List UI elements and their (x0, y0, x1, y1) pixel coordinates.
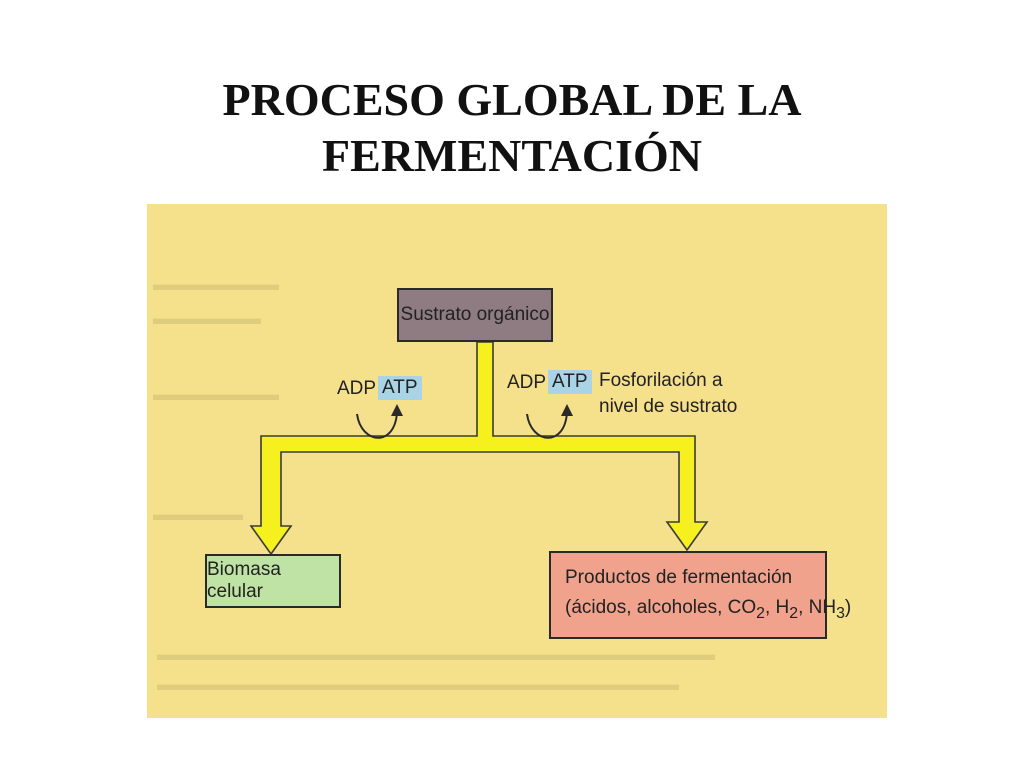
background-texture: ▬▬▬▬▬▬ (153, 308, 261, 328)
substrate-box: Sustrato orgánico (397, 288, 553, 342)
background-texture: ▬▬▬▬▬▬▬▬▬▬▬▬▬▬▬▬▬▬▬▬▬▬▬▬▬▬▬▬▬ (157, 674, 679, 694)
title-line-2: FERMENTACIÓN (322, 130, 702, 181)
products-label-line-2: (ácidos, alcoholes, CO2, H2, NH3) (565, 593, 851, 629)
diagram-panel: ▬▬▬▬▬▬▬ ▬▬▬▬▬▬ ▬▬▬▬▬▬▬ ▬▬▬▬▬ ▬▬▬▬▬▬▬▬▬▬▬… (147, 204, 887, 718)
atp-arrowhead-right (561, 404, 573, 416)
h2-subscript: 2 (789, 604, 799, 622)
adp-label-right: ADP (507, 372, 547, 393)
page-title: PROCESO GLOBAL DE LA FERMENTACIÓN (0, 72, 1024, 184)
substrate-label: Sustrato orgánico (400, 304, 550, 325)
adp-label-left: ADP (337, 378, 377, 399)
nh3-subscript: 3 (836, 604, 845, 622)
atp-cycle-arrow-right (526, 411, 568, 439)
phosphorylation-label-line-1: Fosforilación a (599, 370, 723, 391)
atp-arrowhead-left (391, 404, 403, 416)
products-box: Productos de fermentación (ácidos, alcoh… (549, 551, 851, 639)
biomass-label: Biomasa celular (207, 559, 281, 602)
background-texture: ▬▬▬▬▬▬▬▬▬▬▬▬▬▬▬▬▬▬▬▬▬▬▬▬▬▬▬▬▬▬▬ (157, 644, 715, 664)
background-texture: ▬▬▬▬▬▬▬ (153, 384, 279, 404)
title-line-1: PROCESO GLOBAL DE LA (222, 74, 802, 125)
background-texture: ▬▬▬▬▬▬▬ (153, 274, 279, 294)
h2-text: , H (764, 597, 790, 618)
co2-subscript: 2 (756, 604, 765, 622)
background-texture: ▬▬▬▬▬ (153, 504, 243, 524)
products-prefix: (ácidos, alcoholes, CO (565, 597, 757, 618)
biomass-box: Biomasa celular (205, 554, 341, 608)
flow-connector (249, 341, 709, 556)
atp-cycle-arrow-left (356, 411, 398, 439)
flow-arrows (249, 341, 709, 556)
atp-label-right: ATP (548, 370, 592, 394)
products-close: ) (844, 597, 852, 618)
phosphorylation-label-line-2: nivel de sustrato (599, 396, 738, 417)
products-label-line-1: Productos de fermentación (565, 567, 793, 588)
nh3-text: , NH (798, 597, 837, 618)
atp-label-left: ATP (378, 376, 422, 400)
